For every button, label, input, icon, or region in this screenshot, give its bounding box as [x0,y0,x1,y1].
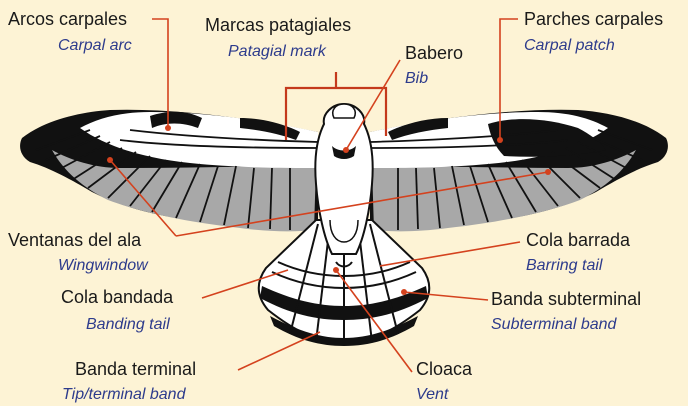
wingwindow-label-en: Wingwindow [58,258,148,274]
carpal-arc-dot [165,125,171,131]
terminal-band-label-es: Banda terminal [75,360,196,378]
vent-dot [333,267,339,273]
right-wing [370,110,668,232]
barring-tail-label-es: Cola barrada [526,231,630,249]
patagial-mark-label-es: Marcas patagiales [205,16,351,34]
barring-tail-label-en: Barring tail [526,258,602,274]
vent-label-es: Cloaca [416,360,472,378]
vent-label-en: Vent [416,387,448,403]
wingwindow-dot-right [545,169,551,175]
subterminal-band-dot [401,289,407,295]
carpal-arc-label-es: Arcos carpales [8,10,127,28]
wingwindow-label-es: Ventanas del ala [8,231,141,249]
head-shape [333,104,356,118]
wingwindow-dot-left [107,157,113,163]
carpal-patch-label-en: Carpal patch [524,38,615,54]
terminal-band-label-en: Tip/terminal band [62,387,185,403]
patagial-mark-label-en: Patagial mark [228,44,326,60]
subterminal-band-label-es: Banda subterminal [491,290,641,308]
bib-label-en: Bib [405,71,428,87]
carpal-patch-label-es: Parches carpales [524,10,663,28]
subterminal-band-label-en: Subterminal band [491,317,616,333]
bib-label-es: Babero [405,44,463,62]
terminal-band-leader [238,332,320,370]
banding-tail-label-en: Banding tail [86,317,170,333]
bib-dot [343,147,349,153]
banding-tail-label-es: Cola bandada [61,288,173,306]
carpal-patch-dot [497,137,503,143]
carpal-arc-label-en: Carpal arc [58,38,132,54]
body-shape [315,104,372,254]
